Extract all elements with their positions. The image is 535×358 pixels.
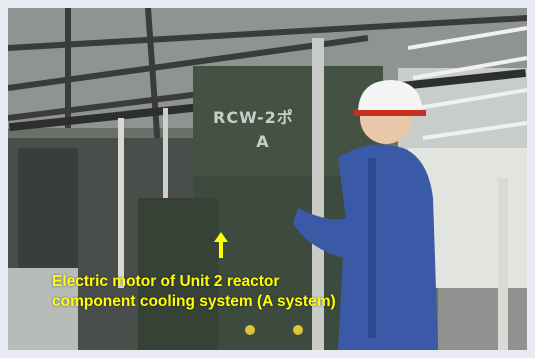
machine-label: RCW-2ポ A (213, 104, 294, 151)
machine-label-line1: RCW-2ポ (213, 108, 294, 127)
valve-pipe (118, 118, 124, 288)
right-pole (498, 178, 508, 350)
caption-line1: Electric motor of Unit 2 reactor (52, 273, 280, 290)
caption-line2: component cooling system (A system) (52, 293, 336, 310)
photo-scene (8, 8, 527, 350)
scaffold-pole (312, 38, 324, 350)
bolt (245, 325, 255, 335)
right-stair-rails (407, 26, 527, 140)
arrow-up-icon (214, 232, 228, 258)
white-cover (8, 268, 78, 350)
machine-label-line2: A (256, 132, 270, 151)
worker (293, 80, 438, 350)
bolt (293, 325, 303, 335)
photo: RCW-2ポ A Electric motor of Unit 2 reacto… (8, 8, 527, 350)
photo-caption: Electric motor of Unit 2 reactor compone… (52, 272, 336, 312)
ceiling-beams (8, 8, 527, 149)
floor-right (438, 288, 527, 350)
motor-side-block (138, 198, 218, 350)
